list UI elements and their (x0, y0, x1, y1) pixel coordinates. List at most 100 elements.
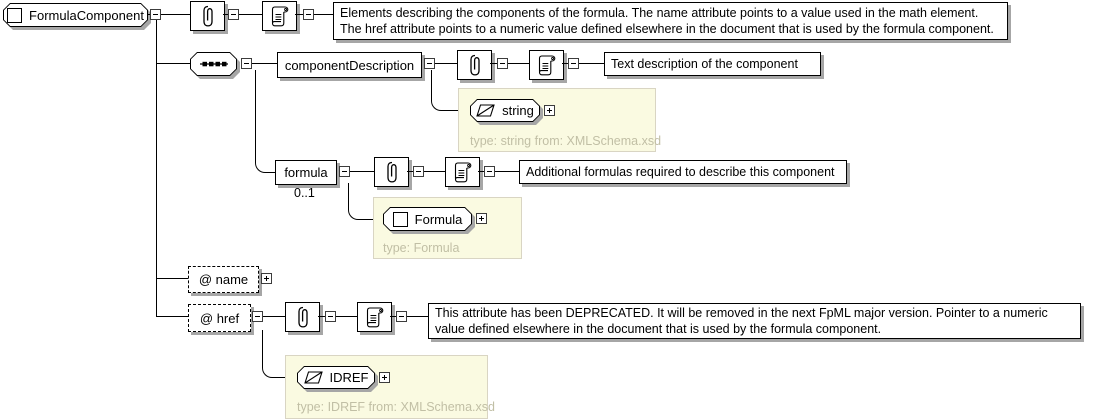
componentdescription-doc-text[interactable]: Text description of the component (604, 52, 821, 76)
octagon-fill (4, 4, 147, 26)
paperclip-icon (297, 306, 308, 328)
scroll-icon (454, 162, 471, 183)
connector-line (407, 316, 428, 317)
connector-line (508, 63, 529, 64)
doc-text: Elements describing the components of th… (340, 5, 994, 37)
connector-line (223, 14, 228, 15)
sequence-icon (198, 61, 229, 67)
collapse-button[interactable] (325, 311, 336, 322)
documentation-node[interactable] (529, 50, 564, 80)
node-type-idref[interactable]: IDREF (297, 366, 375, 389)
expand-button[interactable] (544, 105, 555, 116)
connector-line (147, 14, 152, 15)
connector-curve (348, 183, 384, 220)
element-label: componentDescription (284, 57, 415, 73)
collapse-button[interactable] (339, 166, 350, 177)
complex-type-square-icon (7, 7, 23, 23)
connector-line (318, 316, 325, 317)
paperclip-icon (469, 54, 480, 76)
collapse-button[interactable] (252, 311, 263, 322)
type-note: type: string from: XMLSchema.xsd (470, 134, 662, 148)
collapse-button[interactable] (150, 9, 161, 20)
parallelogram-icon (303, 371, 323, 384)
connector-curve (431, 70, 459, 111)
connector-line (424, 171, 445, 172)
node-type-formula[interactable]: Formula (383, 207, 472, 231)
type-note: type: Formula (383, 241, 460, 255)
connector-line (252, 63, 277, 64)
connector-line (390, 316, 396, 317)
connector-line (314, 14, 333, 15)
formula-doc-text[interactable]: Additional formulas required to describe… (519, 160, 847, 184)
expand-button[interactable] (476, 213, 487, 224)
root-doc-text[interactable]: Elements describing the components of th… (333, 2, 1008, 40)
connector-line (156, 278, 188, 279)
documentation-node[interactable] (262, 1, 297, 31)
attribute-label: @ href (199, 310, 240, 326)
attribute-label: @ name (198, 272, 249, 287)
paperclip-icon (202, 5, 213, 27)
node-formula[interactable]: formula (275, 160, 337, 185)
sequence-node[interactable] (190, 52, 237, 76)
complex-type-square-icon (392, 211, 408, 227)
connector-line (490, 63, 497, 64)
type-label: string (502, 103, 534, 118)
connector-line (336, 316, 357, 317)
scroll-icon (538, 55, 555, 76)
node-attr-href[interactable]: @ href (188, 304, 251, 332)
connector-line (435, 63, 457, 64)
connector-line (579, 63, 604, 64)
connector-line (156, 63, 190, 64)
collapse-button[interactable] (484, 166, 495, 177)
cardinality-label: 0..1 (294, 186, 315, 200)
tree-trunk-line (156, 20, 157, 317)
collapse-button[interactable] (568, 58, 579, 69)
connector-line (161, 14, 190, 15)
collapse-button[interactable] (424, 58, 435, 69)
annotation-node[interactable] (457, 50, 492, 80)
connector-line (156, 316, 188, 317)
collapse-button[interactable] (241, 58, 252, 69)
collapse-button[interactable] (303, 9, 314, 20)
paperclip-icon (386, 161, 397, 183)
doc-text: This attribute has been DEPRECATED. It w… (435, 305, 1048, 337)
connector-line (350, 171, 374, 172)
annotation-node[interactable] (190, 1, 225, 31)
connector-line (562, 63, 568, 64)
root-element-label: FormulaComponent (29, 7, 144, 23)
connector-line (239, 14, 262, 15)
expand-button[interactable] (261, 273, 272, 284)
type-label: IDREF (329, 370, 369, 385)
collapse-button[interactable] (497, 58, 508, 69)
node-componentdescription[interactable]: componentDescription (277, 52, 422, 78)
type-note: type: IDREF from: XMLSchema.xsd (297, 400, 495, 414)
documentation-node[interactable] (357, 302, 392, 332)
doc-text: Text description of the component (611, 56, 798, 71)
type-label: Formula (414, 211, 463, 227)
documentation-node[interactable] (445, 157, 480, 187)
collapse-button[interactable] (396, 311, 407, 322)
parallelogram-icon (476, 104, 495, 117)
connector-line (263, 316, 285, 317)
annotation-node[interactable] (374, 157, 409, 187)
doc-text: Additional formulas required to describe… (526, 164, 835, 179)
node-type-string[interactable]: string (470, 99, 540, 122)
type-panel-idref (285, 355, 488, 419)
collapse-button[interactable] (228, 9, 239, 20)
connector-curve (255, 70, 276, 173)
element-label: formula (284, 165, 328, 180)
connector-line (495, 171, 519, 172)
expand-button[interactable] (379, 372, 390, 383)
connector-line (407, 171, 413, 172)
connector-line (295, 14, 303, 15)
node-formulacomponent[interactable]: FormulaComponent (3, 3, 148, 27)
annotation-node[interactable] (285, 302, 320, 332)
connector-line (478, 171, 484, 172)
node-attr-name[interactable]: @ name (188, 266, 259, 293)
scroll-icon (271, 6, 288, 27)
collapse-button[interactable] (413, 166, 424, 177)
href-doc-text[interactable]: This attribute has been DEPRECATED. It w… (428, 303, 1081, 339)
type-panel-string (458, 88, 656, 152)
scroll-icon (366, 307, 383, 328)
